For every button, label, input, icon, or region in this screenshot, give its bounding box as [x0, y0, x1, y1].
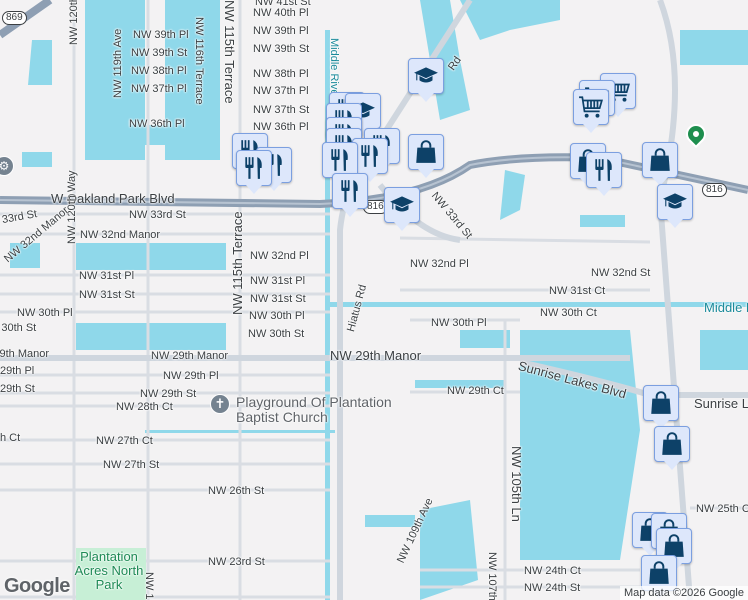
street-label-vertical: NW 115th Terrace: [230, 211, 245, 315]
street-label: NW 38th Pl: [131, 65, 187, 77]
shopping-icon: [659, 431, 685, 457]
street-label: NW 26th St: [208, 485, 265, 497]
restaurant-marker[interactable]: [352, 138, 388, 182]
street-label: NW 30th Pl: [17, 307, 73, 319]
street-label: NW 24th St: [524, 582, 581, 594]
street-label: NW 24th Ct: [524, 565, 581, 577]
street-label: NW 30th Ct: [540, 307, 597, 319]
school-marker[interactable]: [384, 187, 420, 231]
street-label-vertical: NW 107th: [486, 552, 498, 600]
road-label-sunrise-lakes: Sunrise L: [694, 396, 748, 411]
street-label: NW 32nd St: [591, 267, 651, 279]
street-label: NW 39th St: [131, 47, 188, 59]
shopping-icon: [648, 390, 674, 416]
shopping-icon: [646, 560, 672, 586]
water-label-middle-river: Middle River: [328, 38, 340, 100]
street-label: NW 27th Ct: [96, 435, 153, 447]
street-label: NW 29th St: [140, 388, 197, 400]
restaurant-icon: [357, 143, 383, 169]
grocery-marker[interactable]: [573, 89, 609, 133]
street-label: NW 32nd Pl: [250, 250, 309, 262]
street-label: NW 37th St: [253, 104, 310, 116]
map-copyright: Map data ©2026 Google: [619, 586, 748, 600]
school-marker[interactable]: [408, 58, 444, 102]
road-label-oakland-park-blvd: W Oakland Park Blvd: [51, 191, 175, 206]
street-label: NW 39th Pl: [133, 29, 189, 41]
street-label: NW 41st St: [255, 0, 311, 8]
water-label-middle-river: Middle R: [704, 300, 748, 315]
street-label: NW 36th Pl: [129, 118, 185, 130]
school-icon: [662, 189, 688, 215]
street-label: 29th Pl: [0, 365, 35, 377]
street-label: NW 27th St: [103, 459, 160, 471]
grocery-icon: [578, 94, 604, 120]
shopping-marker[interactable]: [641, 555, 677, 599]
shopping-marker[interactable]: [408, 134, 444, 178]
google-logo: Google: [4, 575, 70, 597]
street-label: NW 25th Ct: [696, 503, 748, 515]
street-label-vertical: NW 120th Way: [66, 170, 78, 244]
highway-shield-816: 816: [702, 183, 727, 197]
shopping-marker[interactable]: [642, 142, 678, 186]
restaurant-icon: [591, 157, 617, 183]
street-label: NW 31st Pl: [79, 270, 135, 282]
street-label: NW 39th St: [253, 43, 310, 55]
restaurant-icon: [327, 147, 353, 173]
street-label: NW 28th Ct: [116, 401, 173, 413]
restaurant-marker[interactable]: [332, 173, 368, 217]
shopping-icon: [413, 139, 439, 165]
restaurant-icon: [337, 178, 363, 204]
highway-shield-869: 869: [2, 11, 27, 25]
restaurant-marker[interactable]: [322, 142, 358, 186]
street-label: NW 29th Manor: [151, 350, 229, 362]
street-label: NW 31st Ct: [549, 285, 606, 297]
street-label: NW 40th Pl: [253, 7, 309, 19]
school-icon: [413, 63, 439, 89]
street-label: NW 30th St: [248, 328, 305, 340]
shopping-icon: [661, 533, 687, 559]
street-label: NW 36th Pl: [253, 121, 309, 133]
street-label: NW 31st St: [250, 293, 306, 305]
street-label: NW 37th Pl: [131, 83, 187, 95]
shopping-marker[interactable]: [643, 385, 679, 429]
school-icon: [389, 192, 415, 218]
street-label: NW 37th Pl: [253, 85, 309, 97]
street-label: NW 39th Pl: [253, 25, 309, 37]
street-label: h Ct: [0, 432, 21, 444]
street-label: NW 31st Pl: [250, 275, 306, 287]
street-label: NW 30th Pl: [431, 317, 487, 329]
street-label: NW 32nd Pl: [410, 258, 469, 270]
restaurant-marker[interactable]: [236, 150, 272, 194]
poi-label-church[interactable]: Playground Of Plantation Baptist Church: [236, 394, 392, 425]
street-label: NW 30th Pl: [249, 310, 305, 322]
street-label: NW 38th Pl: [253, 68, 309, 80]
street-label: NW 29th Manor: [0, 348, 50, 360]
church-icon[interactable]: ✝: [210, 394, 230, 414]
shopping-icon: [647, 147, 673, 173]
road-label-nw-29th-manor: NW 29th Manor: [330, 348, 422, 363]
street-label: NW 23rd St: [208, 556, 265, 568]
street-label-vertical: NW 115th Terrace: [222, 0, 237, 104]
street-label: NW 33rd St: [129, 209, 186, 221]
park-label[interactable]: Plantation Acres North Park: [74, 549, 144, 592]
street-label: NW 29th Pl: [163, 370, 219, 382]
street-label: NW 32nd Manor: [80, 229, 161, 241]
street-label-vertical: NW 119th Ave: [112, 28, 124, 98]
street-label: NW 29th Ct: [447, 385, 504, 397]
street-label-vertical: NW 120th: [68, 0, 80, 45]
street-label: NW 31st St: [79, 289, 135, 301]
restaurant-icon: [241, 155, 267, 181]
gear-icon[interactable]: ⚙: [0, 156, 14, 176]
restaurant-marker[interactable]: [586, 152, 622, 196]
school-marker[interactable]: [657, 184, 693, 228]
street-label-vertical: NW 105th Ln: [509, 446, 524, 522]
street-label: NW 30th St: [0, 322, 37, 334]
shopping-marker[interactable]: [654, 426, 690, 470]
street-label: 29th St: [0, 383, 35, 395]
street-label-vertical: NW 116th Terrace: [193, 17, 205, 105]
